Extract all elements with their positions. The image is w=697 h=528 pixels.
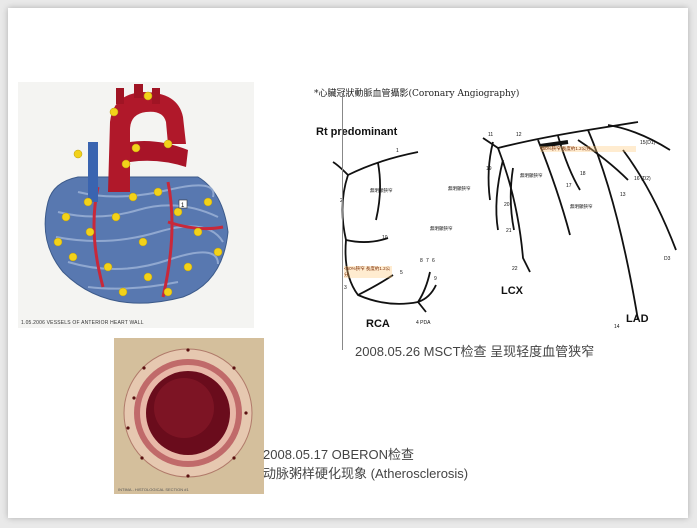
seg-label: 18 [580,171,586,177]
note-normal: 無明顯狹窄 [570,204,593,210]
histology-section-image: INTIMA - HISTOLOGICAL SECTION #1 [114,338,264,494]
seg-label: 11 [488,132,493,138]
seg-label: 15(D1) [640,140,655,146]
seg-label: 3 [344,285,347,291]
seg-label: 4 PDA [416,320,430,326]
angiography-diagram: *心臟冠狀動脈血管攝影(Coronary Angiography) Rt [308,80,680,342]
heart-drawing: 1 [18,82,254,328]
seg-label: 14 [614,324,620,330]
oberon-caption-line2: 动脉粥样硬化现象 (Atherosclerosis) [263,464,468,483]
seg-label: 21 [506,228,512,234]
seg-label: 16 (D2) [634,176,651,182]
note-lad-stenosis: <50%狹窄 長度約1.2公分 [540,146,636,152]
heart-illustration: 1 1.05.2006 VESSELS OF ANTERIOR HEART WA… [18,82,254,328]
seg-label: 19 [486,166,492,172]
seg-label: 12 [516,132,522,138]
seg-label: 8 [420,258,423,264]
seg-label: 7 [426,258,429,264]
seg-label: 10 [382,235,388,241]
seg-label: D3 [664,256,670,262]
divider-line [342,94,343,350]
note-rca-stenosis: <50%狹窄 長度約1.2公分 [344,266,392,278]
label-lcx: LCX [501,285,523,297]
vessel-cross-section [114,338,264,494]
heart-caption: 1.05.2006 VESSELS OF ANTERIOR HEART WALL [21,320,144,326]
oberon-caption: 2008.05.17 OBERON检查 动脉粥样硬化现象 (Atheroscle… [263,445,468,483]
oberon-caption-line1: 2008.05.17 OBERON检查 [263,445,468,464]
note-normal: 無明顯狹窄 [370,188,393,194]
note-normal: 無明顯狹窄 [520,173,543,179]
seg-label: 5 [400,270,403,276]
angiography-vessels [308,80,680,342]
seg-label: 6 [432,258,435,264]
seg-label: 20 [504,202,510,208]
seg-label: 17 [566,183,572,189]
label-lad: LAD [626,313,649,325]
seg-label: 1 [396,148,399,154]
msct-caption: 2008.05.26 MSCT检查 呈现轻度血管狭窄 [355,341,594,360]
note-normal: 無明顯狹窄 [448,186,471,192]
seg-label: 13 [620,192,626,198]
label-rca: RCA [366,318,390,330]
histology-caption: INTIMA - HISTOLOGICAL SECTION #1 [118,487,189,492]
seg-label: 9 [434,276,437,282]
label-rt-predominant: Rt predominant [316,126,397,138]
seg-label: 22 [512,266,518,272]
note-normal: 無明顯狹窄 [430,226,453,232]
